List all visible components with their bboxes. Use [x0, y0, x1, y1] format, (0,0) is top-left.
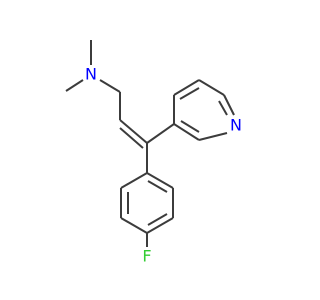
bond-pyridine-5	[198, 132, 228, 141]
bond-phenyl-4	[120, 217, 148, 234]
structure-drawing: N N F	[65, 40, 242, 266]
bond-pyridine-4-inner	[218, 100, 228, 116]
bond-alkene	[119, 119, 148, 144]
bond-n-ch2	[99, 79, 121, 93]
bond-alkene-double	[119, 127, 144, 149]
atom-label-n-amine: N	[85, 65, 97, 84]
bond-phenyl-3-inner	[147, 213, 168, 226]
bond-methyl-b	[65, 79, 84, 92]
bond-to-pyridine	[146, 123, 175, 144]
bond-pyridine-3	[198, 79, 225, 96]
bond-pyridine-2-inner	[179, 87, 200, 100]
bond-phenyl-1	[146, 172, 174, 189]
bond-pyridine-6	[173, 123, 200, 141]
bond-pyridine-4	[223, 94, 235, 116]
bond-pyridine-2	[173, 79, 200, 96]
bond-phenyl-3	[146, 217, 174, 234]
bond-phenyl-6	[120, 172, 148, 189]
bond-phenyl-1-inner	[147, 180, 168, 193]
atom-label-n-pyridine: N	[230, 116, 242, 135]
bond-pyridine-6-inner	[180, 120, 200, 133]
molecule-canvas: N N F	[65, 40, 242, 266]
atom-label-f: F	[142, 247, 151, 266]
